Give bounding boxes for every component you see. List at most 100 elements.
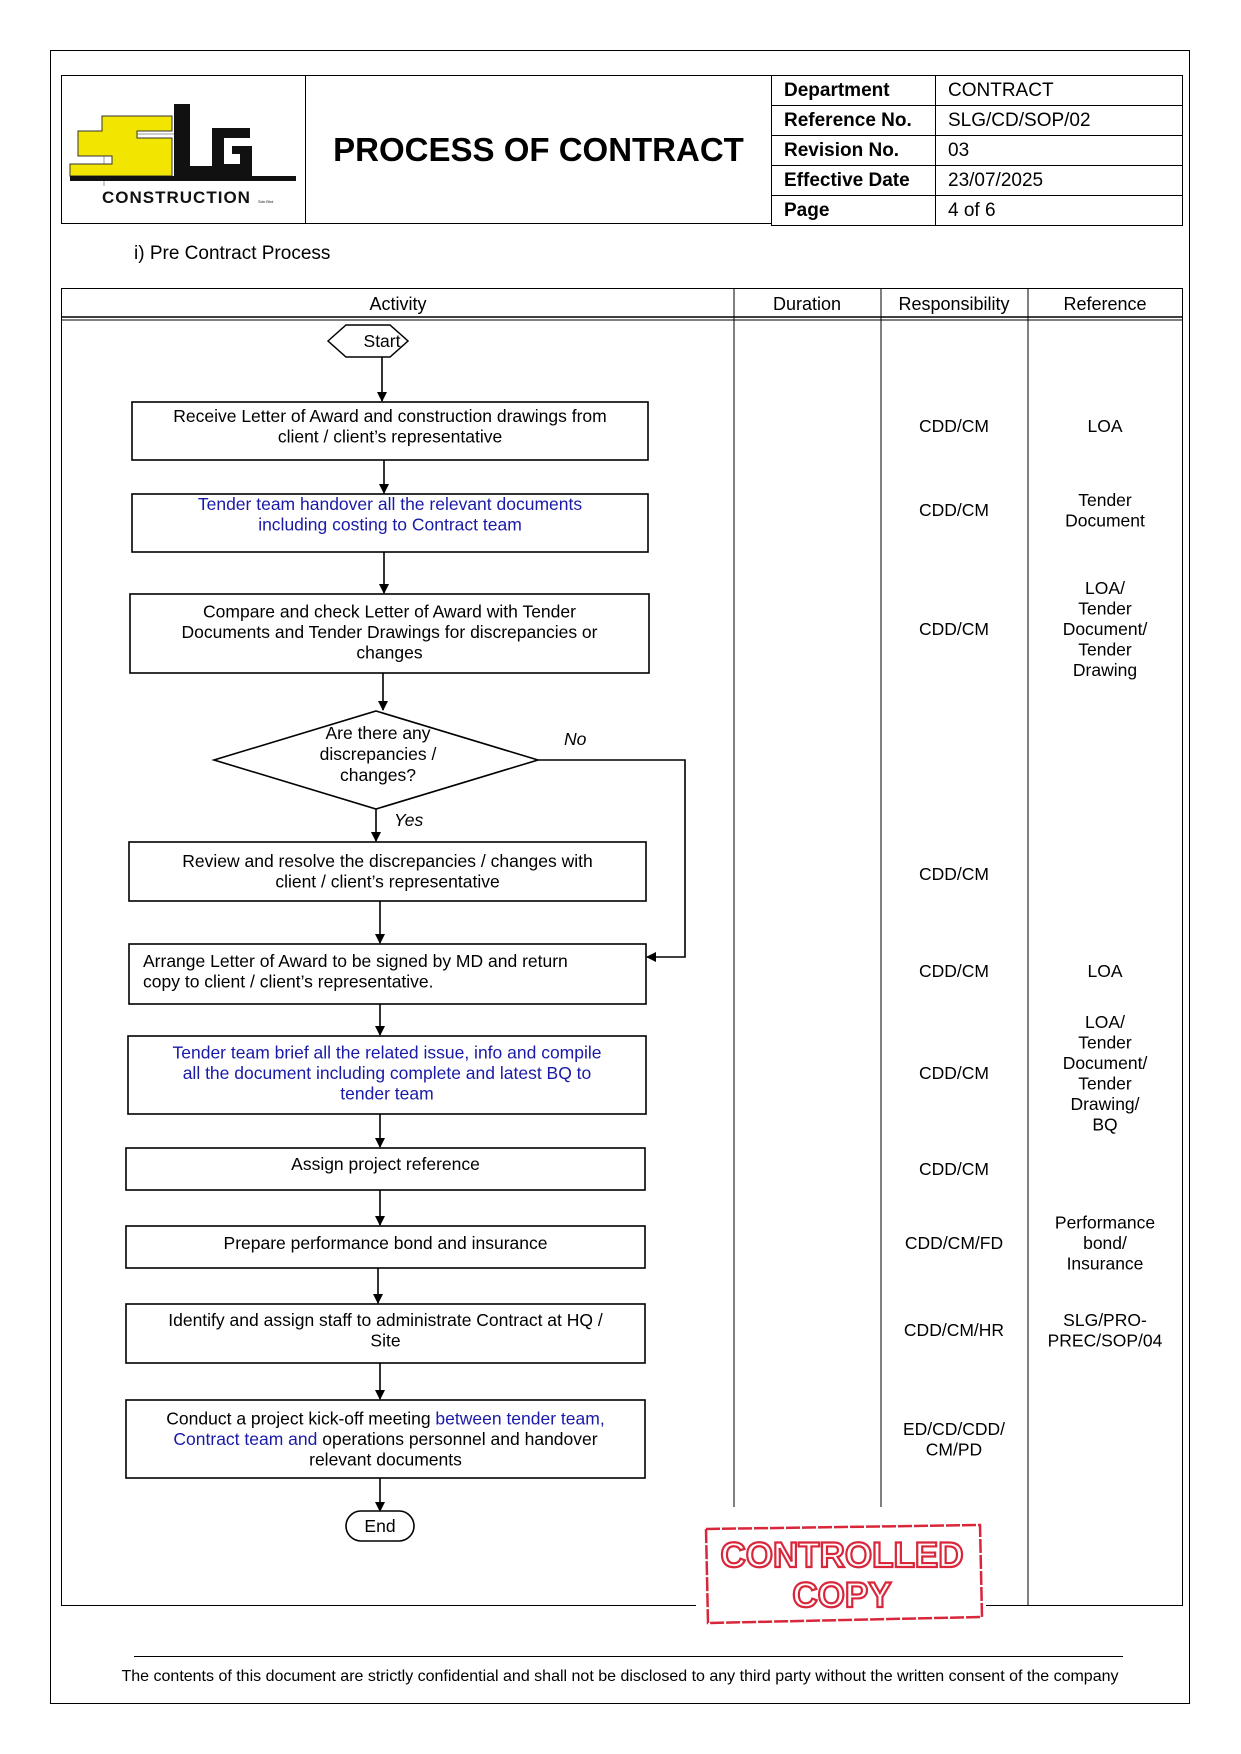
meta-key: Page — [771, 195, 936, 226]
meta-value: 4 of 6 — [935, 195, 1183, 226]
process-step-text: Documents and Tender Drawings for discre… — [182, 622, 598, 642]
start-label: Start — [364, 331, 401, 351]
decision-text: Are there any — [325, 723, 430, 743]
process-step-text: copy to client / client’s representative… — [143, 972, 434, 992]
responsibility-cell: CDD/CM — [919, 961, 989, 981]
reference-cell: Tender — [1078, 490, 1132, 510]
logo-small-text: Sdn Bhd — [258, 199, 273, 204]
process-step-box — [125, 1399, 646, 1479]
meta-key: Reference No. — [771, 105, 936, 136]
process-step-text: Prepare performance bond and insurance — [224, 1233, 548, 1253]
process-step-text: Compare and check Letter of Award with T… — [203, 602, 576, 622]
responsibility-cell: CDD/CM — [919, 1063, 989, 1083]
responsibility-cell: CDD/CM/FD — [905, 1233, 1003, 1253]
meta-key: Revision No. — [771, 135, 936, 166]
company-logo: CONSTRUCTION Sdn Bhd — [69, 104, 296, 207]
page-frame — [50, 50, 1190, 1704]
process-step-text: Contract team and operations personnel a… — [173, 1429, 597, 1449]
meta-key: Effective Date — [771, 165, 936, 196]
process-step-box — [129, 593, 650, 674]
responsibility-cell: CM/PD — [926, 1439, 982, 1459]
reference-cell: LOA — [1087, 961, 1122, 981]
reference-cell: Tender — [1078, 640, 1132, 660]
end-terminator — [345, 1510, 415, 1542]
process-step-text: changes — [356, 643, 422, 663]
process-step-box — [128, 943, 647, 1005]
process-step-text: Conduct a project kick-off meeting betwe… — [166, 1409, 604, 1429]
responsibility-cell: CDD/CM — [919, 619, 989, 639]
col-header-activity: Activity — [369, 294, 426, 314]
process-step-text: relevant documents — [309, 1450, 462, 1470]
section-title: i) Pre Contract Process — [134, 243, 331, 264]
reference-cell: bond/ — [1083, 1233, 1127, 1253]
process-step-box — [128, 841, 647, 902]
reference-cell: Document/ — [1063, 1053, 1148, 1073]
process-step-text: Tender team brief all the related issue,… — [173, 1043, 602, 1063]
process-step-text: Tender team handover all the relevant do… — [198, 494, 583, 514]
process-step-text-part: Contract team and — [173, 1429, 322, 1449]
document-title: PROCESS OF CONTRACT — [305, 75, 772, 224]
reference-cell: Insurance — [1067, 1254, 1144, 1274]
reference-cell: BQ — [1092, 1114, 1117, 1134]
process-step-box — [131, 401, 649, 461]
reference-cell: LOA — [1087, 416, 1122, 436]
meta-value: 03 — [935, 135, 1183, 166]
reference-cell: Drawing — [1073, 660, 1137, 680]
no-label: No — [564, 729, 587, 749]
reference-cell: Tender — [1078, 1032, 1132, 1052]
stamp-line-2: COPY — [792, 1576, 891, 1615]
footer-confidential-note: The contents of this document are strict… — [121, 1668, 1119, 1685]
responsibility-cell: CDD/CM — [919, 864, 989, 884]
end-label: End — [364, 1516, 395, 1536]
process-step-text-part: operations personnel and handover — [322, 1429, 598, 1449]
reference-cell: SLG/PRO- — [1063, 1310, 1147, 1330]
process-step-text-part: Conduct a project kick-off meeting — [166, 1409, 435, 1429]
process-step-box — [125, 1147, 646, 1191]
reference-cell: PREC/SOP/04 — [1048, 1330, 1163, 1350]
reference-cell: LOA/ — [1085, 578, 1125, 598]
responsibility-cell: CDD/CM/HR — [904, 1320, 1004, 1340]
responsibility-cell: CDD/CM — [919, 416, 989, 436]
start-terminator — [326, 324, 410, 358]
controlled-copy-stamp: CONTROLLED COPY — [696, 1515, 986, 1635]
process-step-text-part: between tender team, — [435, 1409, 604, 1429]
process-step-text: Arrange Letter of Award to be signed by … — [143, 951, 568, 971]
reference-cell: Tender — [1078, 1073, 1132, 1093]
process-step-box — [127, 1035, 647, 1115]
process-step-text: client / client’s representative — [275, 871, 499, 891]
footer-divider — [134, 1656, 1123, 1657]
reference-cell: Document/ — [1063, 619, 1148, 639]
meta-value: 23/07/2025 — [935, 165, 1183, 196]
no-branch-arrow — [538, 759, 686, 962]
process-step-box — [125, 1225, 646, 1269]
responsibility-cell: ED/CD/CDD/ — [903, 1419, 1005, 1439]
meta-value: CONTRACT — [935, 75, 1183, 106]
process-step-text: Receive Letter of Award and construction… — [173, 406, 607, 426]
responsibility-cell: CDD/CM — [919, 1159, 989, 1179]
process-step-text: Identify and assign staff to administrat… — [168, 1310, 603, 1330]
process-step-text: client / client’s representative — [278, 426, 502, 446]
col-header-reference: Reference — [1063, 294, 1146, 314]
responsibility-cell: CDD/CM — [919, 500, 989, 520]
reference-cell: Tender — [1078, 599, 1132, 619]
process-step-text: tender team — [340, 1084, 433, 1104]
process-step-text: including costing to Contract team — [258, 514, 522, 534]
process-step-box — [131, 493, 649, 553]
decision-text: discrepancies / — [320, 744, 437, 764]
stamp-line-1: CONTROLLED — [720, 1536, 963, 1575]
process-table: Activity Duration Responsibility Referen… — [61, 288, 1183, 1635]
process-step-text: all the document including complete and … — [183, 1063, 592, 1083]
process-flowchart: Activity Duration Responsibility Referen… — [62, 289, 1182, 1605]
yes-label: Yes — [394, 810, 423, 830]
meta-value: SLG/CD/SOP/02 — [935, 105, 1183, 136]
col-header-responsibility: Responsibility — [898, 294, 1009, 314]
logo-construction-text: CONSTRUCTION — [102, 188, 251, 207]
reference-cell: Performance — [1055, 1213, 1155, 1233]
process-step-box — [125, 1303, 646, 1364]
meta-key: Department — [771, 75, 936, 106]
reference-cell: Drawing/ — [1070, 1094, 1139, 1114]
decision-text: changes? — [340, 765, 416, 785]
process-step-text: Review and resolve the discrepancies / c… — [182, 851, 593, 871]
logo-cell: CONSTRUCTION Sdn Bhd — [61, 75, 306, 224]
